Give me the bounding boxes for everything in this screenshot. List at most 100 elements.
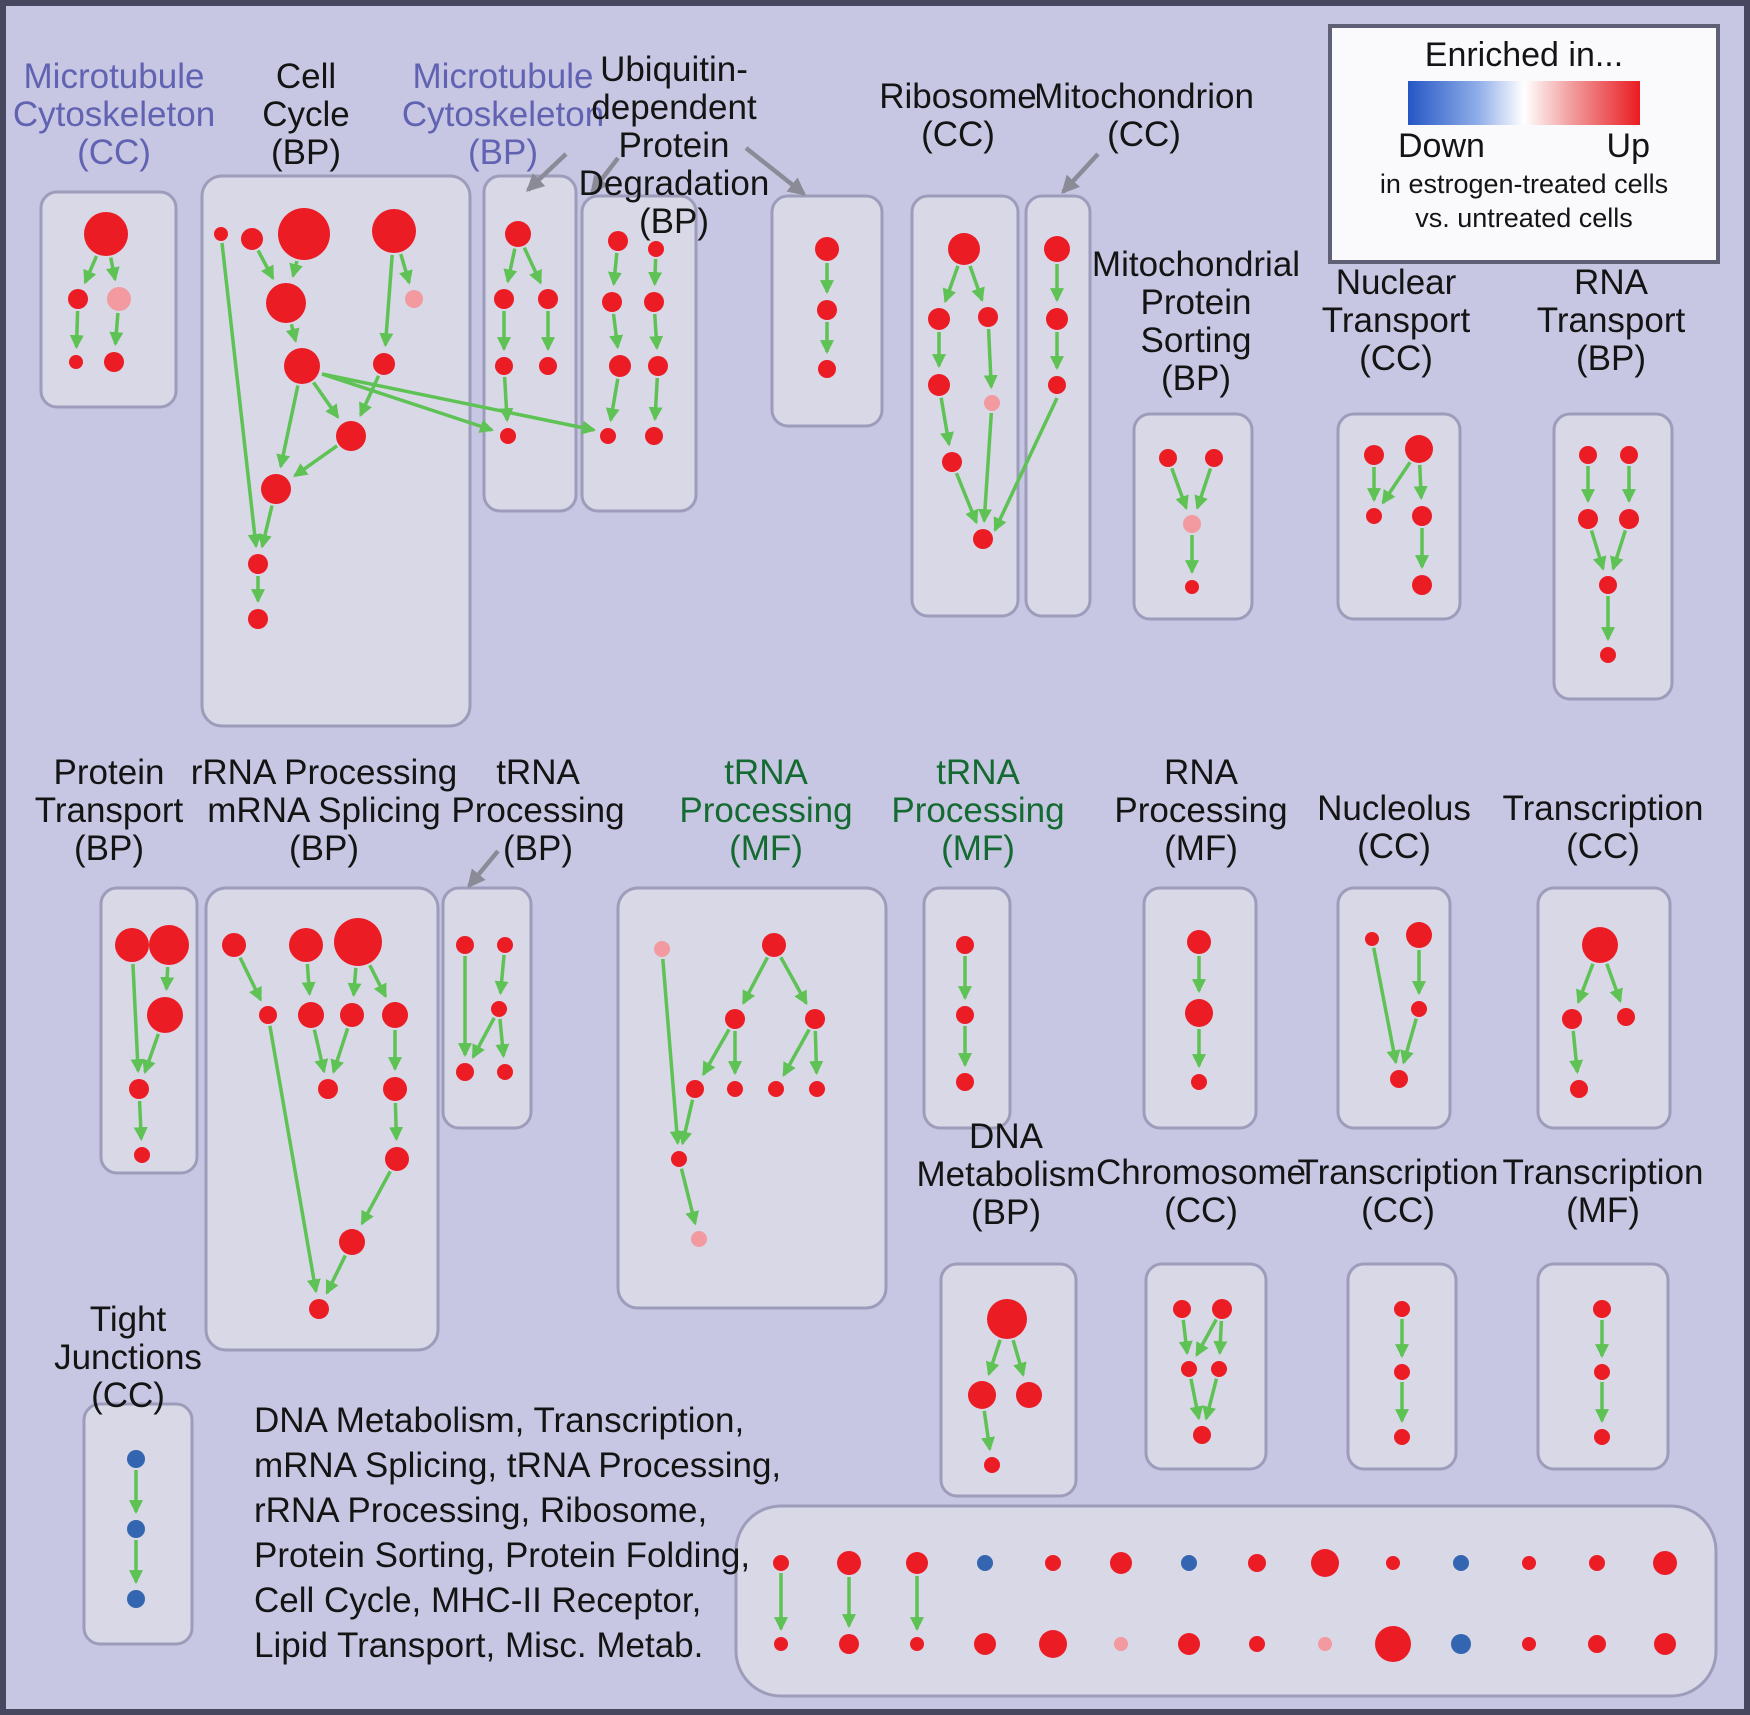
label-line: (CC) [1359, 339, 1433, 378]
label-line: Mitochondrion [1034, 77, 1254, 116]
go-term-node [1451, 1634, 1471, 1654]
go-term-node [539, 357, 557, 375]
mitochondrion-cc-box [1024, 194, 1092, 618]
go-term-node [1562, 1009, 1582, 1029]
go-term-node [906, 1552, 928, 1574]
go-term-node [1406, 922, 1432, 948]
go-term-node [817, 300, 837, 320]
dna-metabolism-bp-box [939, 1262, 1078, 1498]
go-term-node [968, 1381, 996, 1409]
misc-line: rRNA Processing, Ribosome, [254, 1491, 708, 1530]
edge-arrow [981, 1410, 995, 1452]
go-term-node [1386, 1556, 1400, 1570]
go-term-node [1522, 1637, 1536, 1651]
go-term-node [309, 1299, 329, 1319]
edge-arrow [1400, 1018, 1418, 1065]
go-term-node [1405, 435, 1433, 463]
go-term-node [1212, 1299, 1232, 1319]
edge-arrow [379, 254, 394, 348]
edge-arrow [347, 967, 362, 998]
label-line: Cytoskeleton [401, 95, 605, 134]
go-term-node [1178, 1633, 1200, 1655]
label-line: Processing [1114, 791, 1288, 830]
go-term-node [1619, 509, 1639, 529]
go-term-node [645, 427, 663, 445]
go-term-node [127, 1590, 145, 1608]
edge-arrow [256, 249, 275, 281]
go-term-node [1205, 449, 1223, 467]
go-term-node [1617, 1008, 1635, 1026]
edge-arrow [142, 1033, 161, 1074]
label-line: (MF) [729, 829, 803, 868]
go-term-node [336, 421, 366, 451]
cross-cluster-edge-arrow [993, 397, 1059, 532]
go-term-node [1039, 1630, 1067, 1658]
label-line: (BP) [271, 133, 341, 172]
edge-arrow [1170, 467, 1189, 510]
go-term-node [727, 1081, 743, 1097]
go-term-node [686, 1080, 704, 1098]
edge-arrow [607, 252, 622, 287]
go-term-node [147, 997, 183, 1033]
edge-arrow [779, 956, 808, 1006]
edge-arrow [649, 313, 664, 351]
go-term-node [289, 928, 323, 962]
label-line: (MF) [941, 829, 1015, 868]
go-term-node [1191, 1074, 1207, 1090]
label-line: (MF) [1566, 1191, 1640, 1230]
go-term-node [222, 933, 246, 957]
edge-arrow [741, 956, 770, 1005]
label-pointer-arrow [526, 152, 568, 192]
go-term-node [1110, 1552, 1132, 1574]
label-line: Microtubule [23, 57, 205, 96]
go-term-node [266, 283, 306, 323]
label-line: Transport [1536, 301, 1686, 340]
go-term-node [1187, 930, 1211, 954]
go-term-node [956, 1006, 974, 1024]
label-line: Protein [53, 753, 165, 792]
go-term-node [1390, 1070, 1408, 1088]
label-line: Transport [1321, 301, 1471, 340]
go-term-node [248, 554, 268, 574]
label-line: Processing [891, 791, 1065, 830]
go-term-node [1185, 580, 1199, 594]
edge-arrow [325, 1254, 347, 1295]
go-term-node [241, 228, 263, 250]
misc-line: Protein Sorting, Protein Folding, [254, 1536, 751, 1575]
edge-arrow [399, 253, 413, 285]
go-term-node [1114, 1637, 1128, 1651]
go-term-node [1048, 376, 1066, 394]
go-term-node [372, 209, 416, 253]
label-line: Junctions [54, 1338, 202, 1377]
edge-arrow [968, 265, 985, 303]
edge-arrow [1195, 1318, 1218, 1357]
label-line: Cycle [262, 95, 350, 134]
edge-arrow [495, 1018, 510, 1059]
go-term-node [984, 395, 1000, 411]
network-graphic [39, 146, 1718, 1698]
edge-arrow [954, 472, 979, 525]
go-term-node [1570, 1080, 1588, 1098]
label-line: Transcription [1502, 1153, 1704, 1192]
nucleolus-cc-label: Nucleolus(CC) [1224, 790, 1564, 866]
label-line: dependent [591, 88, 757, 127]
go-term-node [1594, 1429, 1610, 1445]
edge-arrow [133, 1100, 148, 1142]
legend-title: Enriched in... [1424, 36, 1624, 74]
edge-arrow [358, 375, 381, 418]
edge-arrow [268, 1025, 321, 1294]
edge-arrow [809, 1030, 824, 1076]
go-term-node [134, 1147, 150, 1163]
go-term-node [68, 289, 88, 309]
misc-line: Lipid Transport, Misc. Metab. [254, 1626, 704, 1665]
edge-arrow [782, 1028, 811, 1077]
go-term-node [1394, 1301, 1410, 1317]
go-term-node [500, 428, 516, 444]
label-line: Nuclear [1335, 263, 1457, 302]
